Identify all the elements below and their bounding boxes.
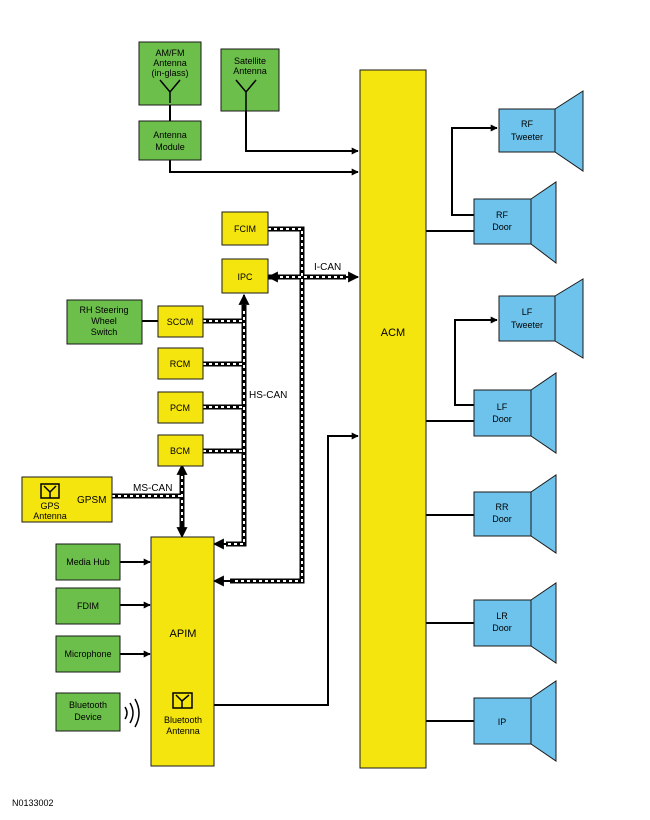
bluetooth-device: Bluetooth Device <box>55 692 140 732</box>
speaker-lf-door: LF Door <box>473 372 557 454</box>
amfm-antenna-label-1: AM/FM <box>156 48 185 58</box>
gps-antenna-label-2: Antenna <box>33 511 67 521</box>
rf-door-label-2: Door <box>492 222 512 232</box>
ms-can-bus <box>112 463 188 539</box>
bcm-label: BCM <box>170 446 190 456</box>
lr-door-label-1: LR <box>496 611 508 621</box>
apim-label: APIM <box>170 628 197 640</box>
rf-door-to-tweeter-line <box>451 124 498 216</box>
rcm-module: RCM <box>157 347 204 380</box>
rh-switch-label-2: Wheel <box>91 316 117 326</box>
bluetooth-antenna-label-1: Bluetooth <box>164 715 202 725</box>
rr-door-label-2: Door <box>492 514 512 524</box>
microphone-label: Microphone <box>64 649 111 659</box>
speaker-lf-tweeter: LF Tweeter <box>498 278 584 359</box>
amfm-antenna-icon <box>159 79 181 103</box>
ip-label: IP <box>498 717 507 727</box>
satellite-antenna-label-2: Antenna <box>233 66 267 76</box>
fdim-label: FDIM <box>77 601 99 611</box>
gps-antenna-label-1: GPS <box>40 501 59 511</box>
apim-to-acm-line <box>214 432 359 706</box>
rr-door-label-1: RR <box>496 502 509 512</box>
pcm-module: PCM <box>157 391 204 424</box>
satellite-antenna-label-1: Satellite <box>234 56 266 66</box>
bluetooth-device-label-1: Bluetooth <box>69 700 107 710</box>
sccm-label: SCCM <box>167 317 194 327</box>
fdim: FDIM <box>55 587 121 625</box>
sccm-module: SCCM <box>157 305 204 338</box>
rh-switch-label-1: RH Steering <box>79 305 128 315</box>
lf-door-label-1: LF <box>497 402 508 412</box>
gpsm-label: GPSM <box>77 495 106 506</box>
microphone: Microphone <box>55 635 121 673</box>
gpsm: GPS Antenna GPSM <box>21 476 113 523</box>
speaker-rf-tweeter: RF Tweeter <box>498 90 584 172</box>
rf-tweeter-label-2: Tweeter <box>511 132 543 142</box>
satellite-antenna: Satellite Antenna <box>220 48 280 112</box>
lr-door-label-2: Door <box>492 623 512 633</box>
speaker-ip: IP <box>473 680 557 762</box>
amfm-antenna-label-2: Antenna <box>153 58 187 68</box>
gps-antenna-icon <box>40 483 60 499</box>
pcm-label: PCM <box>170 403 190 413</box>
lf-tweeter-label-1: LF <box>522 307 533 317</box>
bluetooth-antenna-icon <box>172 692 193 709</box>
bcm-module: BCM <box>157 434 204 467</box>
wireless-signal-icon <box>124 698 140 728</box>
acm-label: ACM <box>381 327 405 339</box>
amfm-antenna: AM/FM Antenna (in-glass) <box>138 41 202 106</box>
i-can-label: I-CAN <box>314 262 341 273</box>
apim-module: APIM Bluetooth Antenna <box>150 536 215 767</box>
lf-door-to-tweeter-line <box>454 316 498 406</box>
amfm-antenna-label-3: (in-glass) <box>151 68 188 78</box>
rcm-label: RCM <box>170 359 191 369</box>
fcim-label: FCIM <box>234 224 256 234</box>
figure-id: N0133002 <box>12 798 54 808</box>
satellite-antenna-icon <box>235 79 257 111</box>
hs-can-bus <box>203 293 250 550</box>
i-can-bus <box>212 226 360 587</box>
acm-module: ACM <box>359 69 427 769</box>
media-hub-label: Media Hub <box>66 557 110 567</box>
bluetooth-device-label-2: Device <box>74 712 102 722</box>
ms-can-label: MS-CAN <box>133 483 172 494</box>
fcim-module: FCIM <box>221 211 269 246</box>
antenna-module-label-1: Antenna <box>153 130 187 140</box>
rh-switch-label-3: Switch <box>91 327 118 337</box>
speaker-rf-door: RF Door <box>473 181 557 265</box>
rf-tweeter-label-1: RF <box>521 119 533 129</box>
lf-door-label-2: Door <box>492 414 512 424</box>
ipc-module: IPC <box>221 258 269 294</box>
bluetooth-antenna-label-2: Antenna <box>166 726 200 736</box>
hs-can-label: HS-CAN <box>249 390 287 401</box>
satellite-to-acm-line <box>245 100 359 155</box>
antenna-module-to-acm-line <box>169 160 359 176</box>
ipc-label: IPC <box>237 272 253 282</box>
speaker-rr-door: RR Door <box>473 474 557 554</box>
lf-tweeter-label-2: Tweeter <box>511 320 543 330</box>
rf-door-label-1: RF <box>496 210 508 220</box>
antenna-module-label-2: Module <box>155 142 185 152</box>
rh-steering-wheel-switch: RH Steering Wheel Switch <box>66 299 143 345</box>
antenna-module: Antenna Module <box>138 120 202 161</box>
media-hub: Media Hub <box>55 543 121 581</box>
speaker-lr-door: LR Door <box>473 582 557 664</box>
